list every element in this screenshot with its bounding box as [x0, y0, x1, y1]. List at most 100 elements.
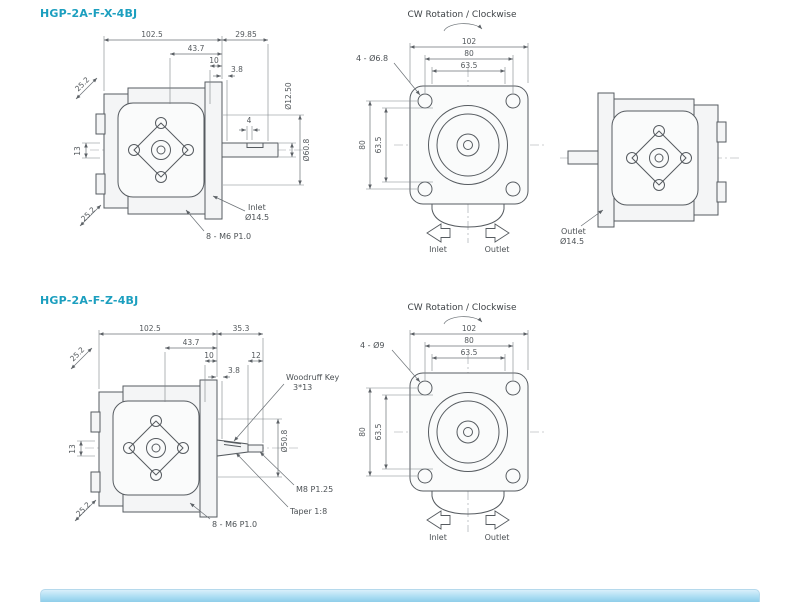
dim-text: 102	[462, 324, 477, 333]
bolt-hole	[680, 152, 692, 164]
dim-front-80-h-top: 80	[424, 49, 514, 93]
rotation-note-top: CW Rotation / Clockwise	[408, 10, 517, 32]
mount-flange-face	[409, 85, 529, 205]
inlet-arrow-icon	[426, 223, 451, 243]
outlet-arrow-icon	[485, 223, 510, 243]
dim-text: 3.8	[228, 366, 240, 375]
dim-side-3-8-bottom: 3.8	[208, 366, 240, 439]
body-outline-bottom	[431, 491, 505, 515]
dim-side-12-bottom: 12	[247, 351, 263, 443]
footer-banner-bar	[40, 589, 760, 602]
bolt-hole	[155, 117, 167, 129]
dim-text: 10	[209, 56, 219, 65]
thread-spec-label: M8 P1.25	[296, 485, 333, 494]
key-slot	[246, 142, 264, 148]
dim-text: 80	[464, 49, 474, 58]
bolt-spec-label: 8 - M6 P1.0	[212, 520, 257, 529]
rotation-note-bottom: CW Rotation / Clockwise	[408, 303, 517, 325]
woodruff-key-label: Woodruff Key	[286, 373, 339, 382]
dim-text: 102.5	[141, 30, 163, 39]
dim-side-10-bottom: 10	[204, 351, 217, 402]
dim-side-43-7-bottom: 43.7	[164, 338, 217, 402]
bolt-pattern-diamond	[631, 130, 687, 186]
mount-face	[117, 102, 205, 198]
center-hole	[156, 145, 166, 155]
dim-pilot-diameter-bottom: Ø50.8	[218, 418, 289, 478]
pilot-circle	[428, 392, 508, 472]
bolt-hole	[177, 442, 189, 454]
port-boss-top	[716, 121, 727, 143]
label-front-bolt-holes-bottom: 4 - Ø9	[360, 340, 421, 383]
dim-text: 29.85	[235, 30, 257, 39]
front-flange	[199, 379, 218, 518]
bolt-hole	[626, 152, 638, 164]
dim-text: 3.8	[231, 65, 243, 74]
flow-arrows-top: Inlet Outlet	[426, 223, 510, 254]
woodruff-key-slot	[223, 441, 242, 445]
dim-text: 25.2	[68, 345, 86, 363]
dim-text: 102.5	[139, 324, 161, 333]
side-view-bottom	[85, 379, 300, 518]
inlet-diameter-label: Ø14.5	[245, 212, 269, 222]
rotation-label-top: CW Rotation / Clockwise	[408, 10, 517, 20]
dim-front-80-v-bottom: 80	[358, 387, 417, 477]
dim-text: 63.5	[374, 423, 383, 440]
outlet-arrow-icon	[485, 510, 510, 530]
outlet-diameter-label: Ø14.5	[560, 236, 584, 246]
bore-circle	[436, 400, 500, 464]
dim-text: 102	[462, 37, 477, 46]
dim-side-13-bottom: 13	[68, 440, 95, 457]
shaft-stub	[567, 150, 599, 165]
bolt-pattern-diamond	[128, 420, 184, 476]
front-view-top	[394, 68, 544, 243]
dim-side-overall-length-bottom: 102.5	[98, 324, 218, 389]
center-hole	[463, 427, 473, 437]
bolt-hole	[505, 181, 521, 197]
dim-side-shaft-length-top: 29.85	[222, 30, 269, 141]
drive-shaft	[221, 142, 279, 158]
bolt-hole	[150, 415, 162, 427]
mount-face	[112, 400, 200, 496]
bolt-hole	[653, 179, 665, 191]
label-mounting-bolts-side-top: 8 - M6 P1.0	[185, 209, 251, 241]
dim-side-port-top-top: 25.2	[73, 75, 98, 100]
dim-side-10-top: 10	[209, 56, 222, 104]
center-boss	[151, 140, 171, 160]
dim-front-overall-top: 102	[409, 37, 529, 83]
dim-shaft-diameter-top: Ø12.50	[279, 82, 296, 158]
dim-text: 63.5	[461, 61, 478, 70]
label-mounting-bolts-side-bottom: 8 - M6 P1.0	[189, 502, 257, 529]
inlet-label: Inlet	[248, 203, 266, 212]
woodruff-key-slot	[223, 444, 242, 448]
bolt-hole-spec-label: 4 - Ø6.8	[356, 53, 388, 63]
bolt-pattern-diamond	[133, 122, 189, 178]
bolt-hole	[155, 171, 167, 183]
bolt-hole	[150, 469, 162, 481]
dim-side-13-top: 13	[73, 142, 100, 159]
label-thread: M8 P1.25	[259, 451, 333, 494]
threaded-end	[247, 444, 264, 453]
dim-text: 12	[251, 351, 261, 360]
port-boss-bottom	[95, 173, 106, 195]
dim-side-shaft-length-bottom: 35.3	[217, 324, 264, 443]
outlet-label: Outlet	[485, 245, 510, 254]
outlet-label: Outlet	[561, 227, 586, 236]
dim-front-63-5-v-top: 63.5	[374, 107, 433, 183]
dim-text: 80	[358, 140, 367, 150]
dim-front-80-v-top: 80	[358, 100, 417, 190]
bolt-hole	[653, 125, 665, 137]
dim-text: 25.2	[79, 205, 97, 223]
dim-front-overall-bottom: 102	[409, 324, 529, 370]
front-flange	[204, 81, 223, 220]
inlet-label: Inlet	[429, 533, 447, 542]
dim-front-80-h-bottom: 80	[424, 336, 514, 380]
dim-text: 10	[204, 351, 214, 360]
rotation-label-bottom: CW Rotation / Clockwise	[408, 303, 517, 313]
rear-view-top	[560, 92, 742, 228]
dim-text: 80	[358, 427, 367, 437]
inlet-arrow-icon	[426, 510, 451, 530]
mount-flange-face	[409, 372, 529, 492]
dim-text: 4	[247, 116, 252, 125]
outlet-label: Outlet	[485, 533, 510, 542]
dim-front-63-5-h-top: 63.5	[431, 61, 506, 84]
